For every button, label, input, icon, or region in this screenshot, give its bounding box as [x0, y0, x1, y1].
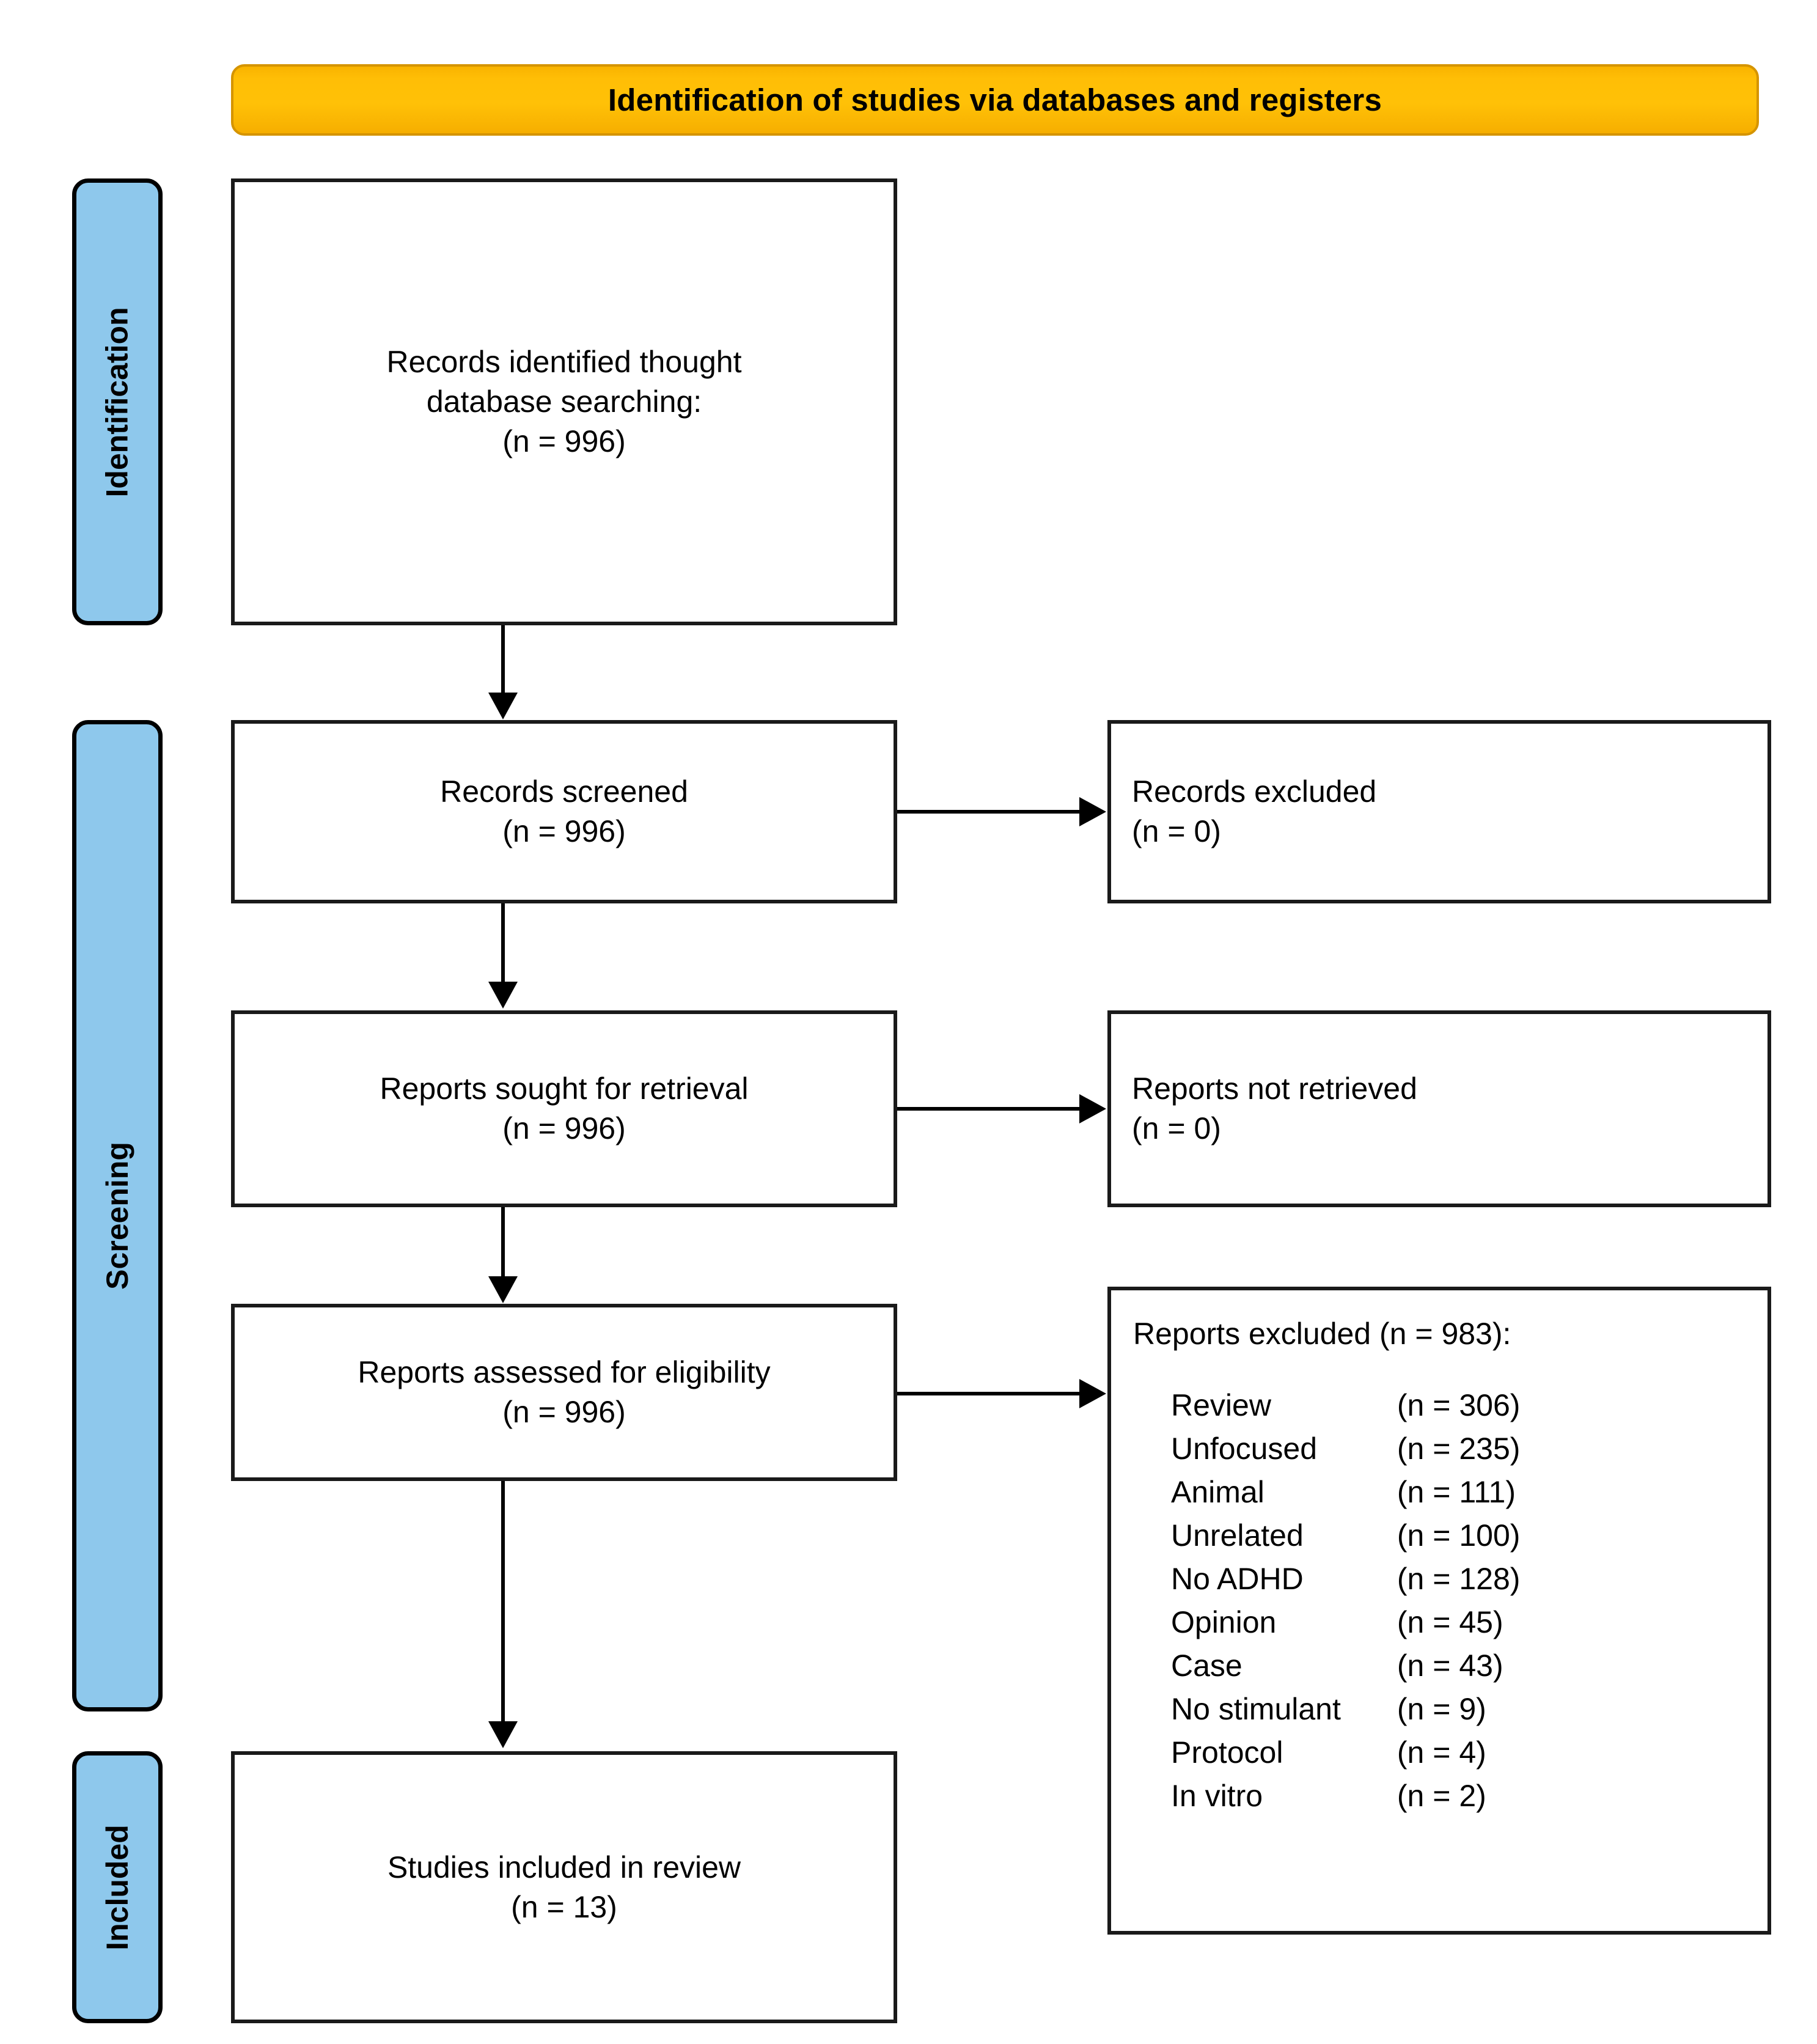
exclusion-reason-count: (n = 9)	[1397, 1692, 1486, 1726]
exclusion-reason-count: (n = 111)	[1397, 1475, 1516, 1509]
box-records-identified: Records identified thought database sear…	[231, 178, 897, 625]
exclusion-reason-label: Animal	[1171, 1475, 1265, 1509]
exclusion-reason-label: In vitro	[1171, 1779, 1263, 1813]
reports-sought-count: (n = 996)	[502, 1111, 626, 1145]
reports-assessed-count: (n = 996)	[502, 1395, 626, 1429]
box-reports-not-retrieved: Reports not retrieved (n = 0)	[1107, 1010, 1771, 1207]
box-reports-excluded-detail: Reports excluded (n = 983): Review (n = …	[1107, 1287, 1771, 1935]
table-row: Review (n = 306)	[1171, 1386, 1520, 1429]
connector-assessed-to-included	[501, 1481, 505, 1722]
table-row: No ADHD (n = 128)	[1171, 1559, 1520, 1603]
box-reports-assessed: Reports assessed for eligibility (n = 99…	[231, 1304, 897, 1481]
exclusion-reason-count: (n = 306)	[1397, 1388, 1521, 1422]
banner-title: Identification of studies via databases …	[608, 83, 1382, 117]
stage-label-included-text: Included	[100, 1824, 135, 1950]
arrowhead-identified-to-screened	[488, 693, 518, 719]
connector-screened-to-sought	[501, 903, 505, 983]
stage-label-screening: Screening	[72, 720, 163, 1711]
stage-label-identification: Identification	[72, 178, 163, 625]
box-studies-included-text: Studies included in review (n = 13)	[372, 1848, 757, 1927]
table-row: Case (n = 43)	[1171, 1646, 1520, 1689]
exclusion-reason-count: (n = 2)	[1397, 1779, 1486, 1813]
connector-assessed-to-reports-excluded	[897, 1392, 1081, 1395]
exclusion-reason-label: Protocol	[1171, 1735, 1283, 1770]
arrowhead-screened-to-excluded	[1079, 797, 1106, 826]
stage-label-identification-text: Identification	[100, 306, 135, 498]
arrowhead-sought-to-assessed	[488, 1276, 518, 1303]
arrowhead-assessed-to-reports-excluded	[1079, 1379, 1106, 1408]
table-row: No stimulant (n = 9)	[1171, 1689, 1520, 1733]
records-identified-line2: database searching:	[426, 384, 702, 419]
box-records-excluded: Records excluded (n = 0)	[1107, 720, 1771, 903]
connector-identified-to-screened	[501, 625, 505, 694]
exclusion-reason-count: (n = 100)	[1397, 1518, 1521, 1553]
exclusion-reason-label: No stimulant	[1171, 1692, 1341, 1726]
exclusion-reason-label: Unfocused	[1171, 1432, 1318, 1466]
exclusion-reason-label: No ADHD	[1171, 1562, 1304, 1596]
exclusion-reason-label: Case	[1171, 1649, 1243, 1683]
box-records-excluded-text: Records excluded (n = 0)	[1111, 772, 1392, 851]
box-reports-assessed-text: Reports assessed for eligibility (n = 99…	[342, 1353, 786, 1432]
box-reports-sought-text: Reports sought for retrieval (n = 996)	[364, 1069, 764, 1149]
reports-sought-line1: Reports sought for retrieval	[380, 1072, 749, 1106]
reports-assessed-line1: Reports assessed for eligibility	[358, 1355, 771, 1389]
stage-label-screening-text: Screening	[100, 1142, 134, 1290]
exclusion-reason-label: Opinion	[1171, 1605, 1277, 1639]
table-row: Unrelated (n = 100)	[1171, 1516, 1520, 1559]
box-reports-sought: Reports sought for retrieval (n = 996)	[231, 1010, 897, 1207]
exclusion-reason-label: Unrelated	[1171, 1518, 1304, 1553]
box-reports-not-retrieved-text: Reports not retrieved (n = 0)	[1111, 1069, 1433, 1149]
connector-screened-to-excluded	[897, 810, 1081, 814]
reports-excluded-title: Reports excluded (n = 983):	[1133, 1317, 1511, 1351]
studies-included-line1: Studies included in review	[387, 1850, 741, 1884]
table-row: Protocol (n = 4)	[1171, 1733, 1520, 1776]
reports-excluded-content: Reports excluded (n = 983): Review (n = …	[1111, 1290, 1767, 1820]
exclusion-reason-label: Review	[1171, 1388, 1271, 1422]
exclusion-reason-count: (n = 45)	[1397, 1605, 1503, 1639]
exclusion-reason-count: (n = 128)	[1397, 1562, 1521, 1596]
arrowhead-sought-to-not-retrieved	[1079, 1094, 1106, 1123]
connector-sought-to-not-retrieved	[897, 1107, 1081, 1111]
connector-sought-to-assessed	[501, 1207, 505, 1278]
records-identified-line1: Records identified thought	[386, 345, 742, 379]
table-row: Animal (n = 111)	[1171, 1472, 1520, 1516]
exclusion-reason-count: (n = 43)	[1397, 1649, 1503, 1683]
box-records-screened: Records screened (n = 996)	[231, 720, 897, 903]
reports-not-retrieved-line1: Reports not retrieved	[1132, 1072, 1417, 1106]
reports-excluded-reason-table: Review (n = 306) Unfocused (n = 235) Ani…	[1171, 1386, 1520, 1820]
box-records-screened-text: Records screened (n = 996)	[424, 772, 704, 851]
arrowhead-screened-to-sought	[488, 982, 518, 1009]
studies-included-count: (n = 13)	[511, 1889, 617, 1924]
records-screened-count: (n = 996)	[502, 814, 626, 848]
exclusion-reason-count: (n = 235)	[1397, 1432, 1521, 1466]
table-row: Unfocused (n = 235)	[1171, 1429, 1520, 1472]
records-identified-count: (n = 996)	[502, 424, 626, 458]
records-excluded-line1: Records excluded	[1132, 774, 1377, 809]
exclusion-reason-count: (n = 4)	[1397, 1735, 1486, 1770]
box-studies-included: Studies included in review (n = 13)	[231, 1751, 897, 2023]
table-row: Opinion (n = 45)	[1171, 1603, 1520, 1646]
arrowhead-assessed-to-included	[488, 1721, 518, 1748]
stage-label-included: Included	[72, 1751, 163, 2023]
diagram-header-banner: Identification of studies via databases …	[231, 64, 1759, 136]
reports-not-retrieved-count: (n = 0)	[1132, 1111, 1221, 1145]
records-excluded-count: (n = 0)	[1132, 814, 1221, 848]
table-row: In vitro (n = 2)	[1171, 1776, 1520, 1820]
box-records-identified-text: Records identified thought database sear…	[371, 342, 758, 461]
records-screened-line1: Records screened	[440, 774, 688, 809]
